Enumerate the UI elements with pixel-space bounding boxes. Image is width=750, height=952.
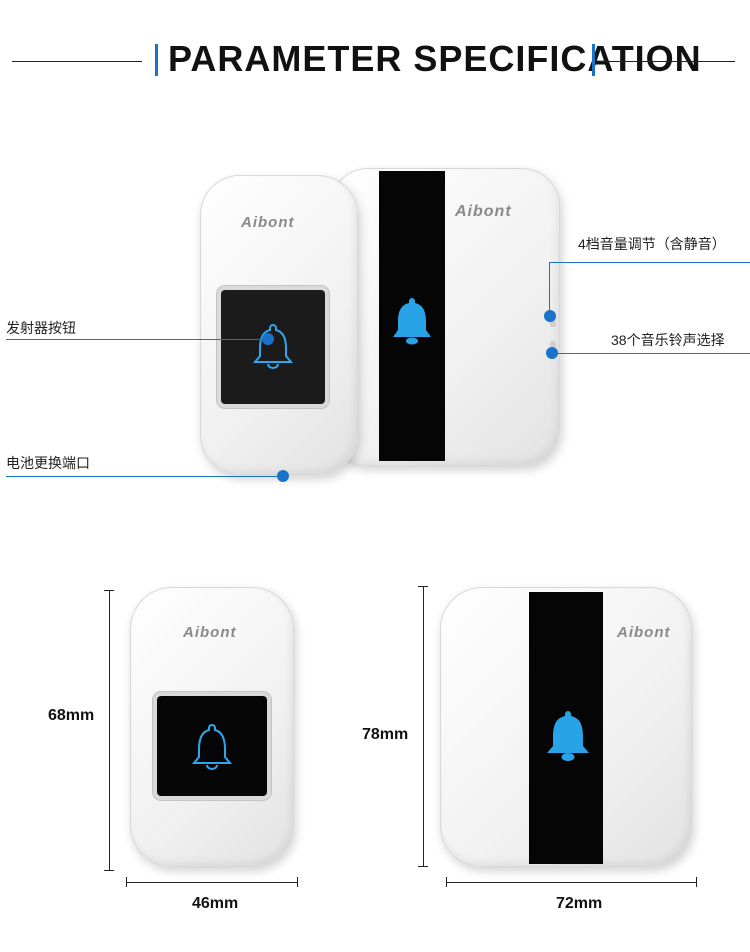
dim-tick bbox=[418, 866, 428, 867]
dim-line-transmitter-height bbox=[109, 590, 110, 870]
callout-volume-dot bbox=[544, 310, 556, 322]
dim-line-transmitter-width bbox=[126, 882, 298, 883]
callout-battery-dot bbox=[277, 470, 289, 482]
receiver-brand-logo: Aibont bbox=[455, 203, 512, 220]
callout-battery-label: 电池更换端口 bbox=[6, 455, 90, 471]
callout-button-line bbox=[6, 339, 266, 340]
transmitter-bottom: Aibont bbox=[130, 587, 294, 867]
dim-tick bbox=[297, 877, 298, 887]
receiver-width-label: 72mm bbox=[556, 895, 603, 912]
dim-line-receiver-width bbox=[446, 882, 697, 883]
bell-filled-icon bbox=[547, 711, 589, 761]
transmitter-button-panel[interactable] bbox=[221, 290, 325, 404]
page-title: PARAMETER SPECIFICATION bbox=[168, 38, 702, 79]
receiver-bottom: Aibont bbox=[440, 587, 692, 867]
header-line-left bbox=[12, 61, 142, 62]
transmitter-brand-logo: Aibont bbox=[241, 214, 295, 231]
callout-ringtones-line bbox=[556, 353, 750, 354]
receiver-height-label: 78mm bbox=[362, 726, 409, 744]
receiver-bottom-brand-logo: Aibont bbox=[617, 624, 671, 641]
header-accent-bar-left bbox=[155, 44, 158, 76]
callout-battery-line bbox=[6, 476, 282, 477]
bell-filled-icon bbox=[393, 298, 431, 345]
transmitter-width-label: 46mm bbox=[192, 895, 239, 912]
callout-volume-vline bbox=[549, 262, 550, 312]
bell-outline-icon bbox=[191, 723, 233, 770]
callout-volume-label: 4档音量调节（含静音） bbox=[578, 236, 726, 252]
transmitter-bottom-button-panel[interactable] bbox=[157, 696, 267, 796]
header-accent-bar-right bbox=[592, 44, 595, 76]
bell-outline-icon bbox=[253, 323, 293, 369]
dim-line-receiver-height bbox=[423, 586, 424, 866]
receiver-top: Aibont bbox=[330, 168, 560, 466]
callout-button-label: 发射器按钮 bbox=[6, 320, 76, 336]
transmitter-top: Aibont bbox=[200, 175, 358, 475]
transmitter-height-label: 68mm bbox=[48, 707, 95, 725]
header-line-right bbox=[600, 61, 735, 62]
dim-tick bbox=[696, 877, 697, 887]
callout-button-dot bbox=[262, 333, 274, 345]
callout-volume-line bbox=[549, 262, 750, 263]
transmitter-bottom-brand-logo: Aibont bbox=[183, 624, 237, 641]
callout-ringtones-dot bbox=[546, 347, 558, 359]
dim-tick bbox=[104, 870, 114, 871]
callout-ringtones-label: 38个音乐铃声选择 bbox=[611, 332, 725, 348]
